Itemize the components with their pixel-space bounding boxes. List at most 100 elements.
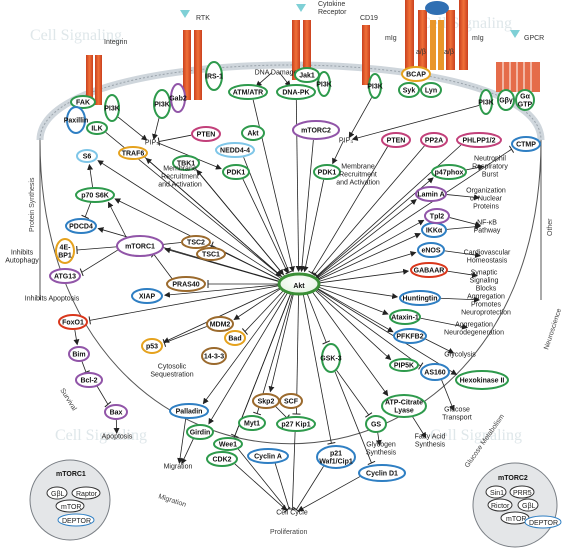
node-pi3k_cyt-label: PI3K — [316, 81, 332, 88]
sector-protein-synthesis: Protein Synthesis — [29, 177, 36, 232]
node-tbk1-label: TBK1 — [177, 160, 195, 167]
node-skp2-label: Skp2 — [258, 398, 275, 405]
node-p27-label: p27 Kip1 — [281, 421, 310, 428]
node-tsc2-label: TSC2 — [187, 239, 205, 246]
edge-AS160-to-glucose_transport — [441, 379, 455, 412]
edge-Akt-to-S6 — [97, 160, 282, 279]
node-gs-label: GS — [371, 421, 381, 428]
edge-mTORC1-inhibits-EBP1 — [76, 245, 78, 255]
edge-PHLPP-inhibits-Akt — [314, 272, 320, 280]
node-dna_pk: DNA-PK — [276, 84, 316, 100]
node-hexoii: Hexokinase II — [455, 370, 509, 390]
ab-label-2: a/β — [444, 49, 454, 56]
edge-Huntingtin-to-blocks_agg — [439, 296, 481, 303]
edge-Akt-to-p53 — [163, 287, 280, 343]
edge-MDM2-inhibits-p53 — [162, 338, 167, 347]
cd19-receptor: CD19 — [360, 15, 378, 85]
node-enos-label: eNOS — [421, 247, 440, 254]
edge-Akt-to-p21 — [302, 294, 332, 444]
node-ilk: ILK — [86, 121, 108, 135]
node-ikka: IKKα — [421, 222, 447, 238]
edge-Akt-to-Tpl2 — [317, 219, 425, 280]
node-bcltwo: Bcl-2 — [75, 372, 103, 388]
node-p70s6k-label: p70 S6K — [81, 192, 109, 199]
node-ilk-label: ILK — [91, 125, 102, 132]
node-gaba: GABAAR — [410, 262, 448, 278]
node-p53-label: p53 — [146, 343, 158, 350]
node-p47phox: p47phox — [431, 164, 467, 180]
node-girdin: Girdin — [186, 424, 214, 440]
node-pras40: PRAS40 — [166, 276, 206, 292]
edge-Akt-to-Wee1 — [234, 293, 291, 436]
node-p70s6k: p70 S6K — [75, 187, 115, 203]
node-bcltwo-label: Bcl-2 — [80, 377, 97, 384]
node-hexoii-shape — [455, 370, 509, 390]
node-pi3k_gpcr-shape — [479, 89, 493, 115]
mtorc2-complex-inset: mTORC2 Sin1 PRR5 Rictor GβL mTOR DEPTOR — [472, 462, 562, 548]
node-jak1-label: Jak1 — [299, 72, 315, 79]
watermark-text: Cell Signaling — [430, 427, 522, 444]
edge-GABA-to-synaptic — [445, 270, 479, 278]
gpcr-label: GPCR — [524, 35, 544, 42]
edge-NEDD4-to-Akt — [243, 157, 290, 273]
edge-Akt-inhibits-AS160 — [418, 362, 424, 370]
rtk-receptor: RTK — [180, 10, 210, 100]
node-as160-shape — [420, 363, 450, 381]
edge-PDK1_right-to-Akt — [302, 179, 324, 273]
node-ebp1: 4E-BP1 — [55, 238, 75, 264]
node-as160: AS160 — [420, 363, 450, 381]
node-dna_pk-label: DNA-PK — [282, 89, 309, 96]
edge-Ataxin-to-agg_neuro — [420, 317, 469, 330]
inset-rictor: Rictor — [491, 503, 510, 510]
node-pip5k-label: PIP5K — [394, 362, 414, 369]
node-atm_atr-shape — [228, 84, 268, 100]
sector-migration: Migration — [157, 493, 187, 509]
gpcr-receptor: GPCR — [496, 30, 544, 92]
edge-PP2A-inhibits-Akt — [311, 271, 318, 278]
node-mdm2-shape — [206, 316, 234, 332]
node-pdk1_right-shape — [313, 164, 341, 180]
node-gab2-label: Gab2 — [169, 95, 187, 102]
node-pip3_right: PIP₃ — [339, 137, 353, 144]
edge-mTORC1-inhibits-ATG13 — [79, 268, 84, 277]
edge-p21-inhibits-cell_cycle — [292, 506, 300, 513]
edge-CyclinD1-to-cell_cycle — [297, 476, 361, 512]
node-gsk3-label: GSK-3 — [320, 355, 342, 362]
node-palladin: Palladin — [169, 403, 209, 419]
node-migration-label: Migration — [164, 463, 193, 470]
edge-mTORC2-to-Akt — [298, 139, 314, 273]
node-akt-label: Akt — [293, 283, 305, 290]
node-scf: SCF — [279, 393, 303, 409]
node-pdcd4-label: PDCD4 — [69, 223, 93, 230]
node-irs1-label: IRS-1 — [205, 73, 223, 80]
node-nedd4: NEDD4-4 — [215, 142, 255, 158]
edge-Akt-to-MDM2 — [233, 288, 281, 321]
edge-Akt-to-Skp2 — [268, 294, 294, 393]
node-mtorc2: mTORC2 — [292, 120, 340, 140]
node-dna_pk-shape — [276, 84, 316, 100]
node-bad-shape — [224, 330, 246, 346]
node-akt_small-label: Akt — [247, 130, 259, 137]
node-cell_cycle: Cell Cycle — [276, 509, 308, 516]
node-paxillin: Paxillin — [64, 106, 88, 134]
cytokine-receptor: Cytokine Receptor — [292, 1, 347, 80]
node-girdin-label: Girdin — [190, 429, 211, 436]
inset-deptor: DEPTOR — [529, 520, 558, 527]
edge-TBK1-to-Akt — [195, 168, 284, 276]
edge-mTORC1-to-EBP1 — [76, 246, 118, 251]
node-pip5k-shape — [389, 358, 419, 372]
node-pp2a-shape — [420, 132, 448, 148]
node-gby: Gβγ — [497, 89, 515, 111]
node-pi3k_gpcr-label: PI3K — [478, 99, 494, 106]
edge-p70S6K-inhibits-PDCD4 — [81, 214, 90, 219]
